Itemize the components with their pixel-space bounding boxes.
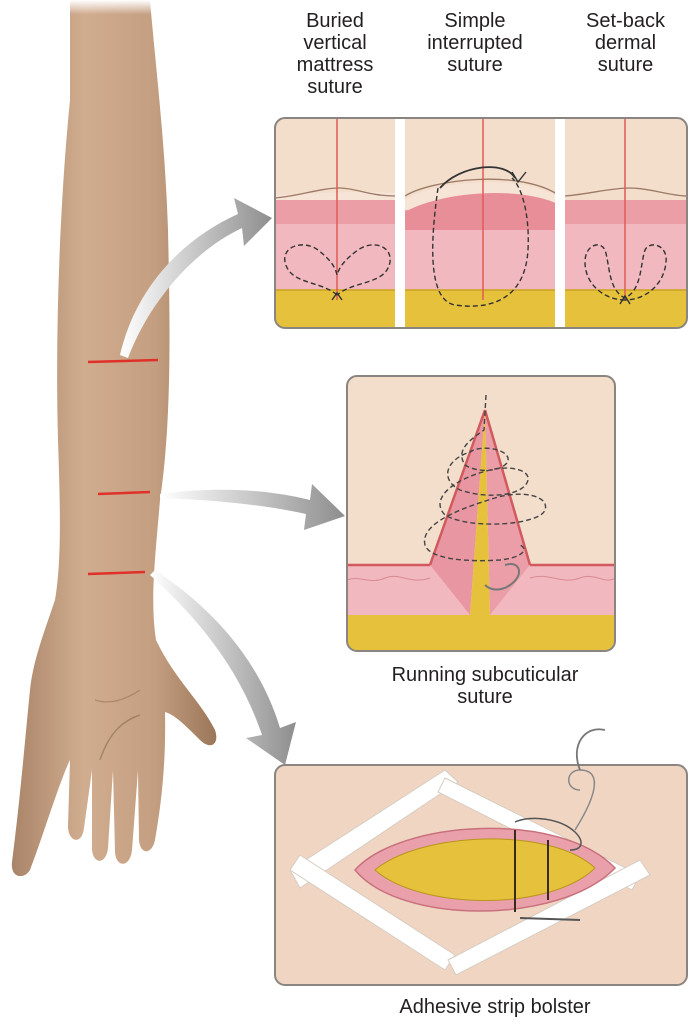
forearm-and-hand bbox=[12, 0, 217, 876]
panel-cross-sections bbox=[275, 118, 687, 328]
panel-adhesive-strip-bolster bbox=[275, 729, 687, 985]
arrow-to-bottom-panel bbox=[150, 570, 296, 765]
arm-illustration bbox=[12, 0, 217, 876]
needle-icon bbox=[577, 729, 605, 770]
arrow-to-middle-panel bbox=[160, 484, 345, 530]
panel-running-subcuticular bbox=[347, 376, 615, 651]
